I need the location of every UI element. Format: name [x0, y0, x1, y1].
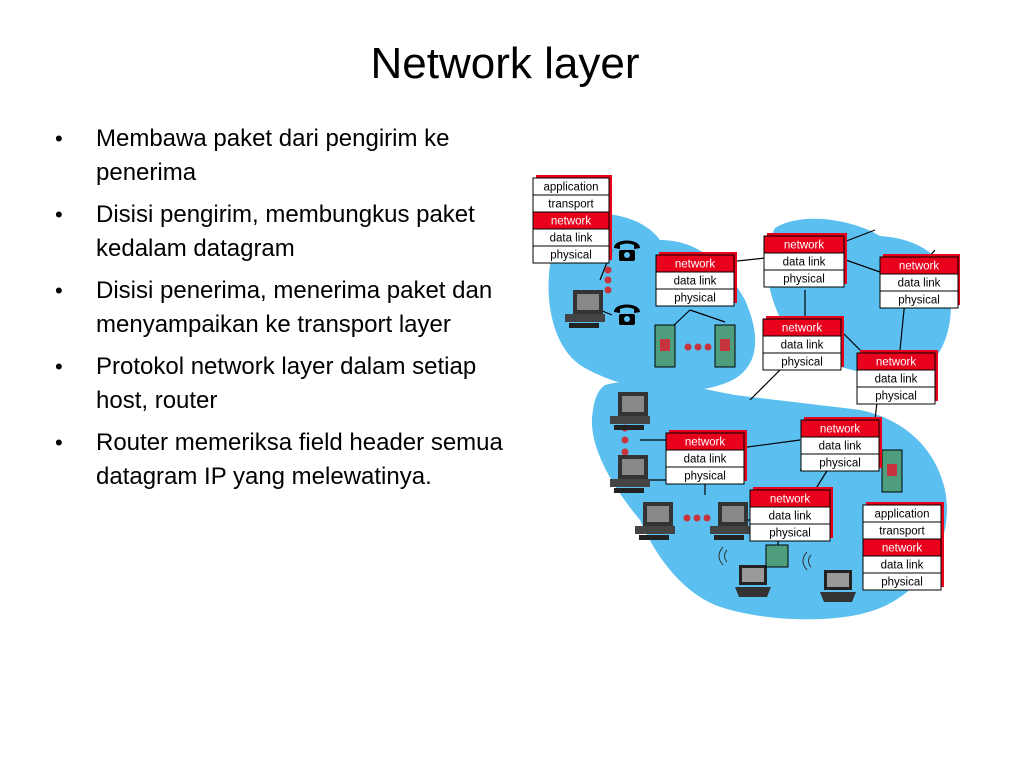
protocol-stack-router: network data link physical — [749, 487, 833, 542]
layer-label-network: network — [820, 424, 861, 436]
laptop-icon — [820, 570, 856, 602]
layer-label-network: network — [675, 259, 716, 271]
laptop-icon — [735, 565, 771, 597]
layer-box-physical — [655, 288, 735, 307]
layer-label-data-link: data link — [875, 374, 918, 386]
layer-label-data-link: data link — [783, 257, 826, 269]
layer-label-physical: physical — [781, 357, 823, 369]
bullet-text: Disisi penerima, menerima paket dan meny… — [96, 277, 493, 338]
protocol-stack-host-receiver: application transport network data link phys… — [862, 502, 944, 591]
bullet-text: Router memeriksa field header semua data… — [96, 429, 503, 490]
layer-label-physical: physical — [881, 577, 923, 589]
layer-box-physical — [762, 352, 842, 371]
desktop-computer-icon — [610, 392, 650, 430]
layer-label-data-link: data link — [898, 278, 941, 290]
protocol-stack-router: network data link physical — [879, 254, 960, 309]
layer-label-physical: physical — [550, 250, 592, 262]
layer-label-network: network — [876, 357, 917, 369]
layer-label-physical: physical — [875, 391, 917, 403]
layer-label-network: network — [782, 323, 823, 335]
protocol-stack-router: network data link physical — [763, 233, 847, 288]
bullet-item: • Disisi pengirim, membungkus paket kedal… — [55, 198, 505, 266]
layer-label-data-link: data link — [550, 233, 593, 245]
network-diagram: application transport network data link phys… — [532, 175, 960, 620]
layer-label-physical: physical — [769, 528, 811, 540]
layer-label-application: application — [875, 509, 930, 521]
telephone-icon — [614, 240, 640, 261]
layer-label-data-link: data link — [781, 340, 824, 352]
bullet-list: • Membawa paket dari pengirim ke penerima… — [55, 122, 505, 502]
desktop-computer-icon — [565, 290, 605, 328]
bullet-dot: • — [55, 430, 63, 455]
layer-box-physical — [749, 523, 831, 542]
layer-label-physical: physical — [783, 274, 825, 286]
layer-label-transport: transport — [879, 526, 925, 538]
layer-box-physical — [862, 572, 942, 591]
layer-box-physical — [879, 290, 959, 309]
layer-label-data-link: data link — [684, 454, 727, 466]
protocol-stack-router: network data link physical — [665, 430, 747, 485]
layer-label-physical: physical — [684, 471, 726, 483]
layer-box-physical — [665, 466, 745, 485]
layer-label-network: network — [551, 216, 592, 228]
bullet-dot: • — [55, 354, 63, 379]
bullet-text: Protokol network layer dalam setiap host… — [96, 353, 477, 414]
bullet-dot: • — [55, 278, 63, 303]
wireless-signal-icon — [718, 546, 812, 571]
layer-label-network: network — [882, 543, 923, 555]
layer-label-physical: physical — [898, 295, 940, 307]
layer-label-application: application — [544, 182, 599, 194]
layer-label-network: network — [770, 494, 811, 506]
layer-label-network: network — [899, 261, 940, 273]
layer-box-physical — [532, 245, 610, 264]
layer-label-physical: physical — [674, 293, 716, 305]
bullet-item: • Protokol network layer dalam setiap hos… — [55, 350, 505, 418]
telephone-icon — [614, 304, 640, 325]
base-station-icon — [765, 544, 789, 568]
ellipsis-dots — [604, 266, 712, 522]
layer-label-network: network — [685, 437, 726, 449]
protocol-stack-router: network data link physical — [856, 350, 938, 405]
layer-label-data-link: data link — [881, 560, 924, 572]
layer-box-physical — [856, 386, 936, 405]
bullet-dot: • — [55, 126, 63, 151]
desktop-computer-icon — [710, 502, 750, 540]
layer-label-data-link: data link — [819, 441, 862, 453]
layer-label-network: network — [784, 240, 825, 252]
protocol-stack-host-sender: application transport network data link phys… — [532, 175, 612, 264]
layer-label-data-link: data link — [769, 511, 812, 523]
protocol-stack-router: network data link physical — [655, 252, 737, 307]
protocol-stack-router: network data link physical — [762, 316, 844, 371]
server-icon — [881, 449, 903, 493]
protocol-stack-router: network data link physical — [800, 417, 882, 472]
layer-box-physical — [763, 269, 845, 288]
desktop-computer-icon — [635, 502, 675, 540]
layer-label-transport: transport — [548, 199, 594, 211]
server-icon — [654, 324, 676, 368]
slide-title: Network layer — [370, 39, 640, 88]
bullet-item: • Disisi penerima, menerima paket dan men… — [55, 274, 505, 342]
layer-label-data-link: data link — [674, 276, 717, 288]
server-icon — [714, 324, 736, 368]
bullet-dot: • — [55, 202, 63, 227]
bullet-item: • Membawa paket dari pengirim ke penerima — [55, 122, 505, 190]
layer-box-physical — [800, 453, 880, 472]
bullet-text: Membawa paket dari pengirim ke penerima — [96, 125, 450, 186]
desktop-computer-icon — [610, 455, 650, 493]
layer-label-physical: physical — [819, 458, 861, 470]
bullet-item: • Router memeriksa field header semua dat… — [55, 426, 505, 494]
bullet-text: Disisi pengirim, membungkus paket kedala… — [96, 201, 475, 262]
